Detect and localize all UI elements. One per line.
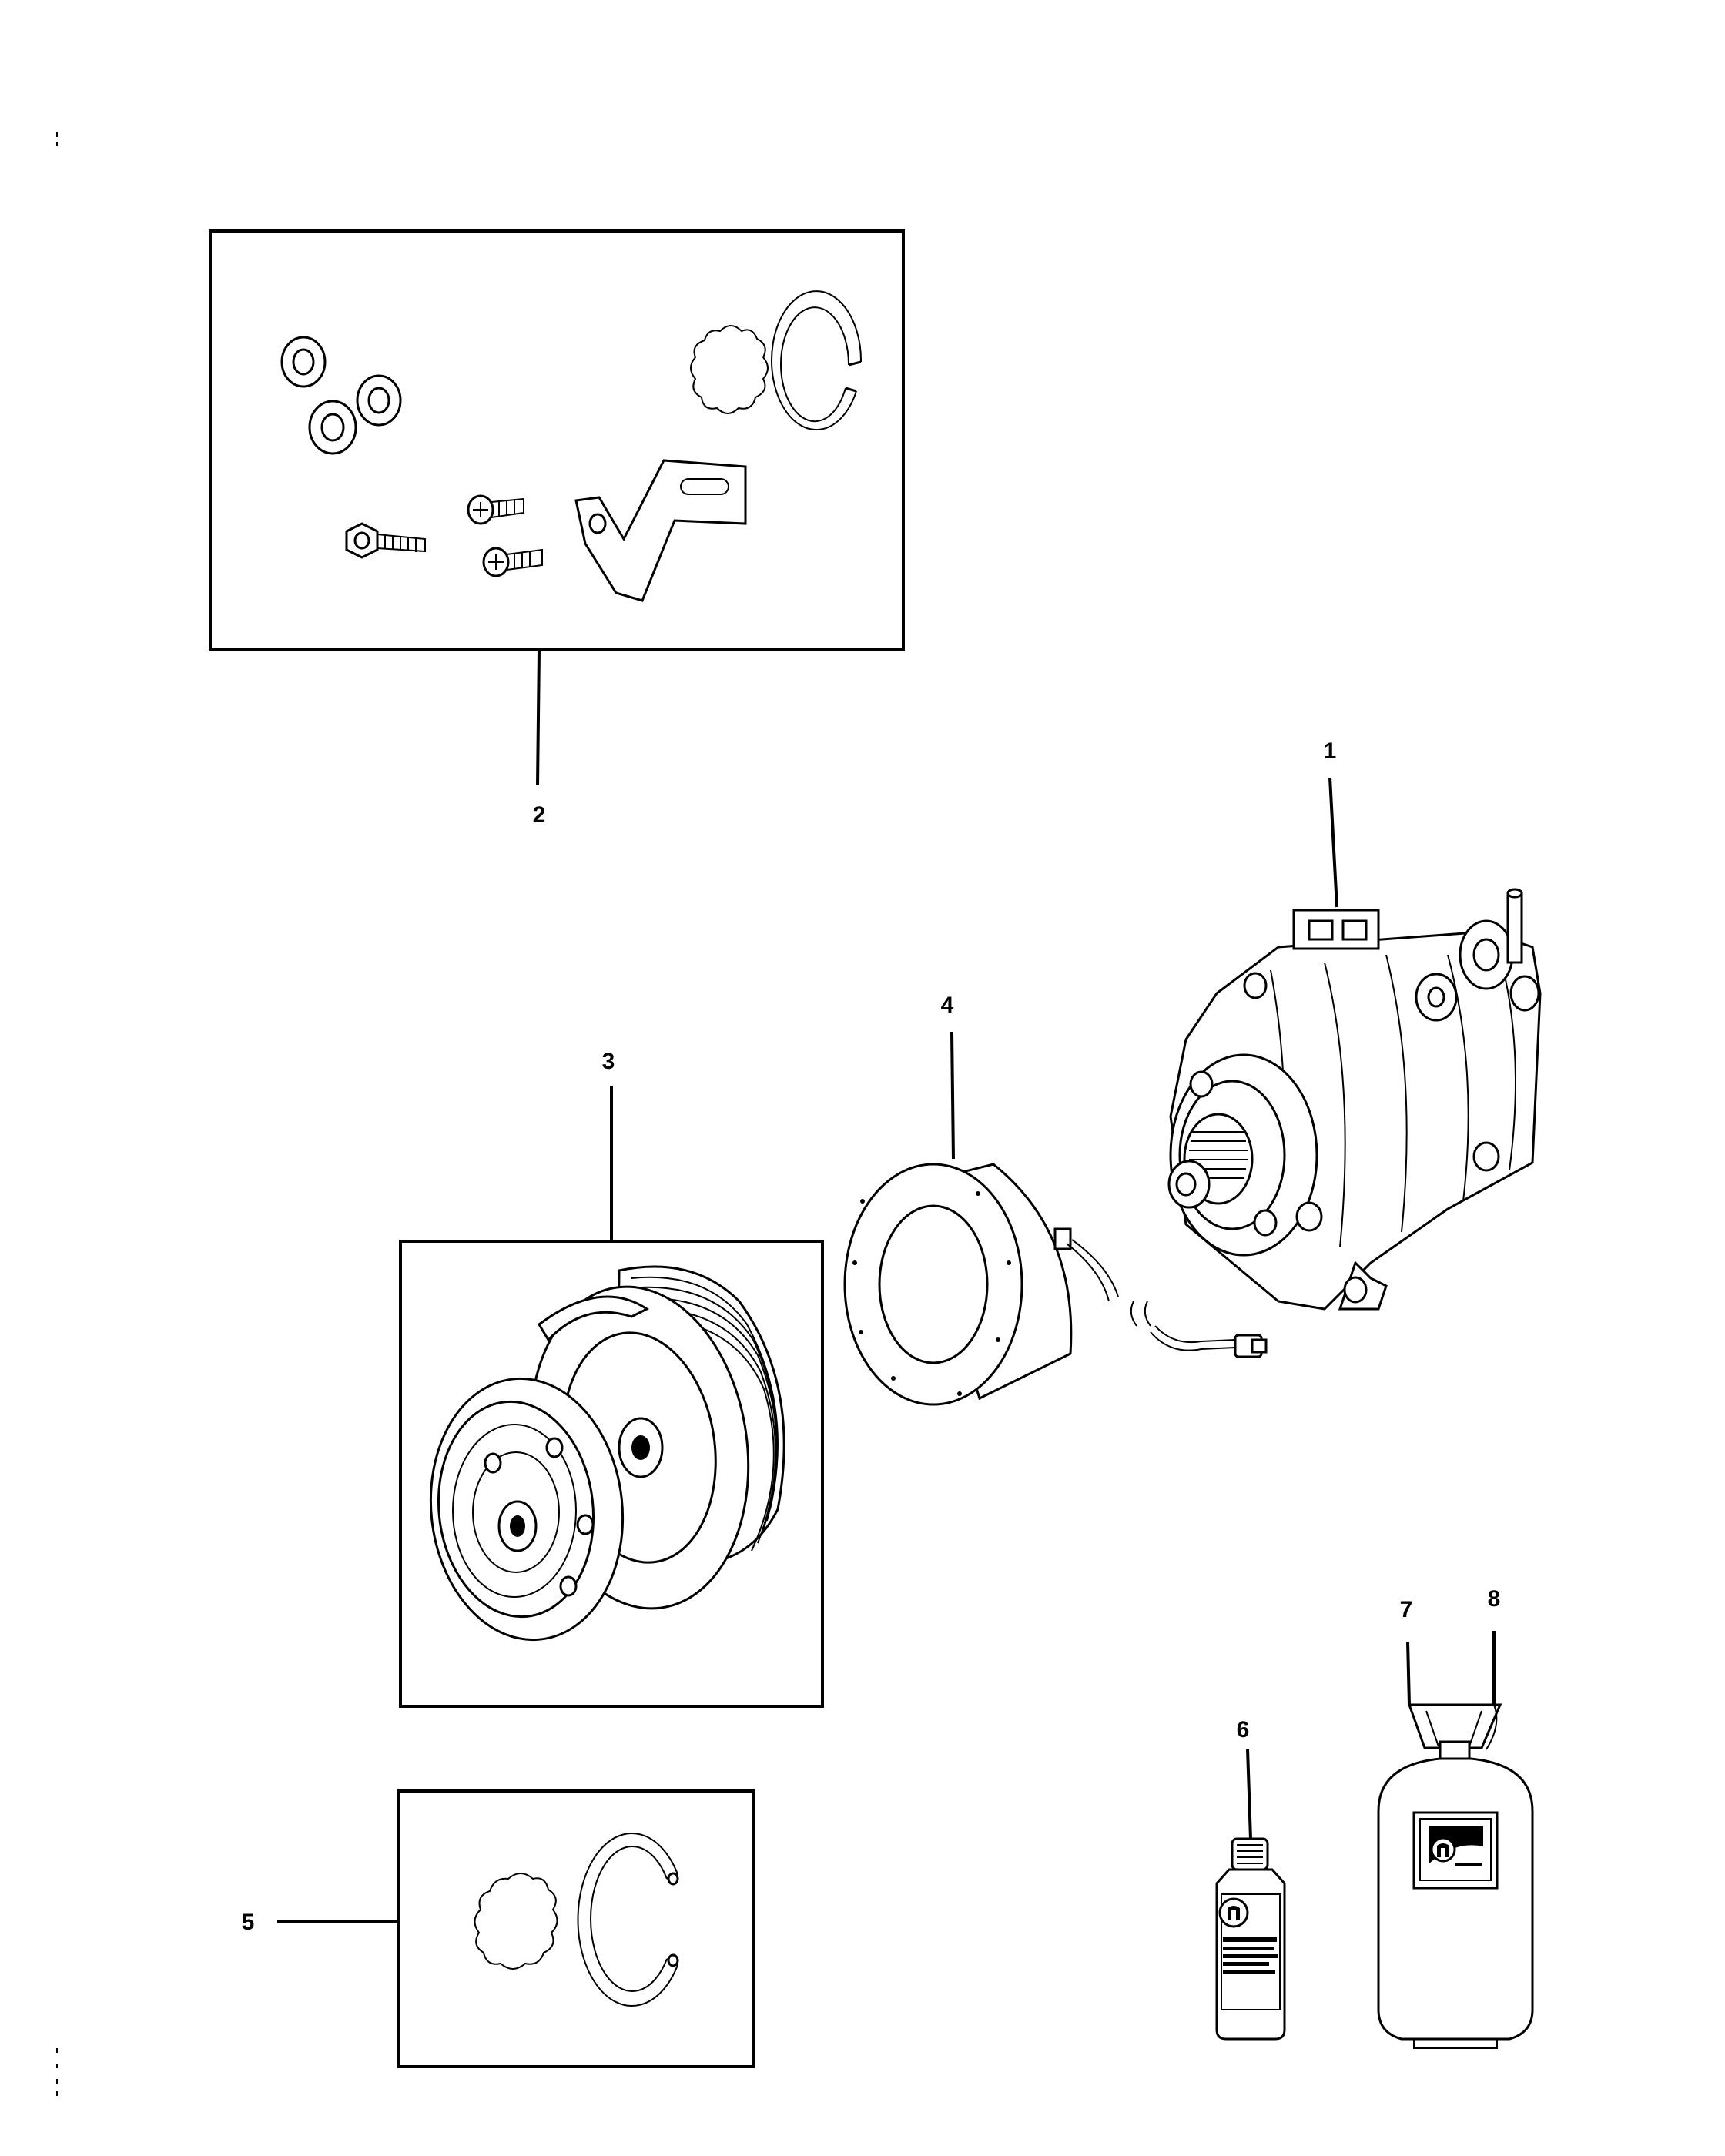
bracket-icon bbox=[574, 459, 747, 602]
callout-2: 2 bbox=[533, 802, 546, 828]
wavy-seal-icon bbox=[474, 1873, 558, 1970]
callout-8: 8 bbox=[1488, 1586, 1501, 1612]
snap-ring-icon bbox=[771, 290, 862, 431]
callout-7: 7 bbox=[1400, 1597, 1413, 1622]
ac-compressor-icon bbox=[1167, 888, 1542, 1311]
field-coil-icon bbox=[843, 1163, 1268, 1406]
clutch-pulley-box bbox=[399, 1240, 824, 1708]
callout-4: 4 bbox=[941, 993, 954, 1018]
oil-bottle-icon bbox=[1215, 1837, 1286, 2040]
hardware-kit-box bbox=[209, 229, 905, 651]
snap-ring-icon bbox=[577, 1833, 679, 2007]
snap-ring-kit-box bbox=[397, 1789, 755, 2068]
leader-line-4 bbox=[950, 1031, 955, 1160]
callout-5: 5 bbox=[242, 1910, 255, 1935]
bolt-icon bbox=[345, 522, 426, 559]
callout-6: 6 bbox=[1237, 1717, 1250, 1743]
leader-line-1 bbox=[1328, 777, 1338, 908]
leader-line-7 bbox=[1406, 1641, 1411, 1706]
callout-1: 1 bbox=[1324, 738, 1337, 764]
screw-icon bbox=[467, 494, 524, 525]
wavy-seal-icon bbox=[690, 325, 769, 414]
washer-icon bbox=[356, 374, 402, 427]
leader-line-2 bbox=[536, 649, 541, 786]
refrigerant-tank-icon bbox=[1377, 1703, 1534, 2049]
washer-icon bbox=[280, 336, 327, 388]
leader-line-6 bbox=[1246, 1749, 1252, 1840]
callout-3: 3 bbox=[602, 1049, 615, 1074]
clutch-pulley-icon bbox=[429, 1265, 785, 1642]
screw-icon bbox=[482, 547, 543, 578]
washer-icon bbox=[308, 400, 357, 455]
